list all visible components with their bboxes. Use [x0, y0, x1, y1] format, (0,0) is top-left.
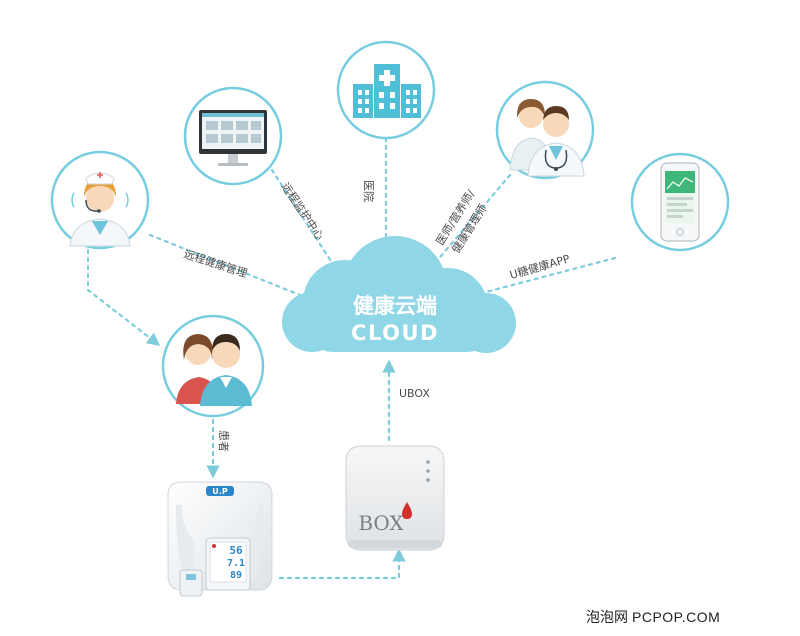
line-glucometer-ubox — [278, 548, 406, 580]
blood-drop-icon — [402, 502, 412, 519]
label-ubox: UBOX — [399, 387, 430, 400]
watermark-cn: 泡泡网 — [586, 610, 628, 626]
glucometer-reading-3: 89 — [230, 570, 242, 581]
doctors-icon — [509, 99, 585, 177]
smartphone-app-icon — [660, 162, 700, 242]
label-remote-monitoring-center: 远程监护中心 — [279, 180, 328, 243]
computer-monitor-icon — [199, 110, 267, 166]
nurse-icon — [69, 172, 131, 247]
label-u-sugar-app: U糖健康APP — [508, 251, 572, 282]
line-phone-cloud — [484, 256, 617, 294]
glucometer-reading-2: 7.1 — [227, 558, 245, 569]
monitor-node — [183, 86, 283, 186]
line-doctors-cloud — [434, 173, 512, 264]
ubox-label: BOX — [358, 511, 404, 535]
hospital-building-icon — [353, 64, 421, 118]
nurse-node — [50, 150, 150, 250]
label-remote-health-management: 远程健康管理 — [182, 247, 249, 281]
watermark: 泡泡网 PCPOP.COM — [586, 609, 720, 626]
label-patient: 患者 — [217, 430, 230, 452]
glucometer-reading-1: 56 — [229, 544, 243, 557]
watermark-en: PCPOP.COM — [632, 609, 720, 625]
glucometer-device: U.P 56 7.1 89 — [167, 481, 273, 597]
line-nurse-cloud — [148, 233, 302, 297]
glucometer-brand: U.P — [212, 487, 228, 496]
patients-icon — [176, 334, 252, 406]
cloud-shape: 健康云端 CLOUD — [282, 236, 516, 353]
doctors-node — [495, 80, 595, 180]
cloud-subtitle: CLOUD — [351, 321, 439, 345]
ubox-device: BOX — [345, 445, 445, 551]
cloud-title: 健康云端 — [353, 294, 437, 318]
hospital-node — [336, 40, 436, 140]
line-nurse-patients — [86, 248, 161, 347]
label-hospital: 医院 — [362, 180, 376, 202]
phone-node — [630, 152, 730, 252]
patients-node — [161, 314, 265, 418]
